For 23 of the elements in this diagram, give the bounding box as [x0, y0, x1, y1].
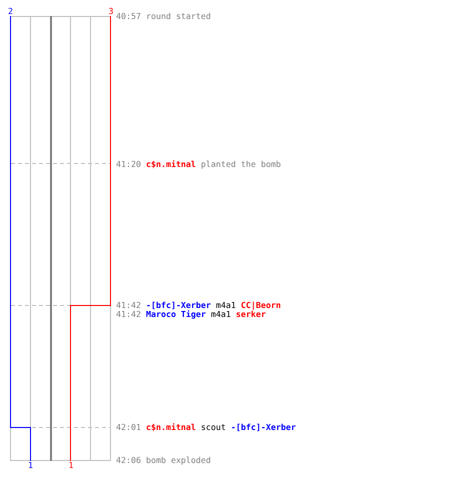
timestamp: 42:01: [116, 422, 141, 432]
event-text: round started: [146, 12, 211, 20]
timestamp: 41:20: [116, 160, 141, 168]
weapon-name: scout: [200, 422, 226, 432]
player-name: serker: [236, 310, 266, 318]
event-text: bomb exploded: [146, 456, 211, 464]
player-name: c$n.mitnal: [146, 160, 196, 168]
weapon-name: m4a1: [216, 300, 236, 310]
player-name: -[bfc]-Xerber: [146, 300, 211, 310]
player-count: 3: [108, 6, 114, 16]
timestamp: 41:42: [116, 300, 141, 310]
timestamp: 42:06: [116, 456, 141, 464]
player-count: 1: [28, 460, 33, 470]
player-name: CC|Beorn: [240, 300, 281, 310]
player-count: 2: [8, 6, 13, 16]
timestamp: 41:42: [116, 310, 141, 318]
player-name: c$n.mitnal: [146, 422, 196, 432]
timestamp: 40:57: [116, 12, 141, 20]
weapon-name: m4a1: [210, 310, 231, 318]
player-count: 1: [68, 460, 74, 470]
event-text: planted the bomb: [200, 160, 281, 168]
player-name: Maroco Tiger: [146, 310, 206, 318]
player-name: -[bfc]-Xerber: [230, 422, 296, 432]
